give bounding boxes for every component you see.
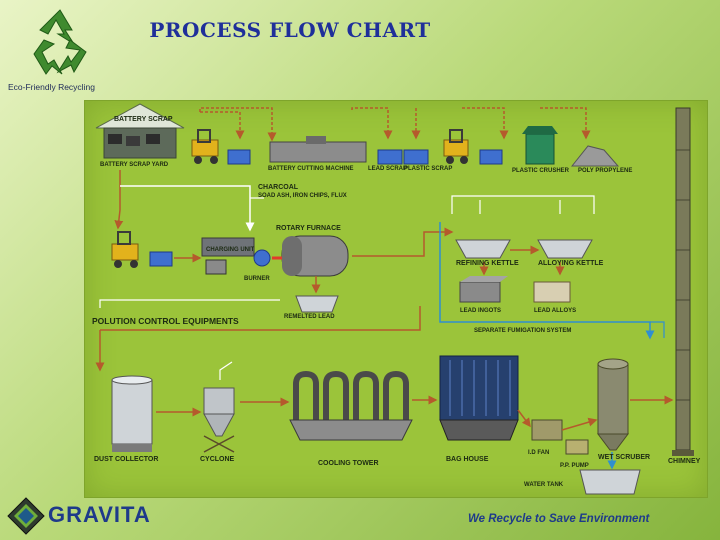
lead-alloys <box>533 281 571 303</box>
gravita-logo <box>6 496 46 536</box>
label-id-fan: I.D FAN <box>528 450 550 456</box>
label-charging-unit: CHARGING UNIT <box>206 247 255 253</box>
page-title: PROCESS FLOW CHART <box>149 18 431 42</box>
poly-propylene-pile <box>570 145 620 167</box>
slogan: We Recycle to Save Environment <box>468 513 650 525</box>
alloying-kettle <box>537 239 593 259</box>
forklift-icon <box>191 129 251 165</box>
wet-scrubber <box>597 358 629 451</box>
chimney <box>672 107 694 456</box>
battery-scrap-yard <box>95 103 185 159</box>
label-rotary-furnace: ROTARY FURNACE <box>276 225 341 232</box>
forklift-icon <box>111 231 173 268</box>
charging-unit <box>201 237 255 275</box>
remelted-lead-tray <box>295 295 339 313</box>
label-fumigation: SEPARATE FUMIGATION SYSTEM <box>474 328 572 334</box>
gravita-diamond-icon <box>7 497 45 535</box>
bag-house <box>439 355 519 441</box>
label-flux: SOAD ASH, IRON CHIPS, FLUX <box>258 193 347 199</box>
label-pollution-control: POLUTION CONTROL EQUIPMENTS <box>92 316 239 326</box>
label-lead-ingots: LEAD INGOTS <box>460 308 502 314</box>
battery-cutting-machine <box>269 136 367 163</box>
label-lead-scrap: LEAD SCRAP <box>368 166 408 172</box>
rotary-furnace <box>281 235 349 277</box>
label-battery-cutting-machine: BATTERY CUTTING MACHINE <box>268 166 354 172</box>
label-charcoal: CHARCOAL <box>258 184 299 191</box>
burner <box>253 249 282 267</box>
lead-ingots <box>459 276 508 303</box>
refining-kettle <box>455 239 511 259</box>
label-chimney: CHIMNEY <box>668 458 701 465</box>
tagline: Eco-Friendly Recycling <box>8 82 95 92</box>
label-plastic-crusher: PLASTIC CRUSHER <box>512 168 570 174</box>
id-fan <box>531 419 563 441</box>
label-bag-house: BAG HOUSE <box>446 456 489 463</box>
water-tank <box>579 469 641 495</box>
pp-pump <box>565 439 589 455</box>
label-battery-scrap: BATTERY SCRAP <box>114 116 173 123</box>
lead-scrap-bin <box>377 149 429 165</box>
forklift-icon <box>443 129 503 165</box>
cyclone <box>203 387 235 453</box>
label-lead-alloys: LEAD ALLOYS <box>534 308 577 314</box>
label-pp-pump: P.P. PUMP <box>560 463 589 469</box>
label-water-tank: WATER TANK <box>524 482 564 488</box>
label-dust-collector: DUST COLLECTOR <box>94 456 159 463</box>
label-battery-scrap-yard: BATTERY SCRAP YARD <box>100 162 169 168</box>
plastic-crusher <box>522 126 558 165</box>
label-cooling-tower: COOLING TOWER <box>318 460 379 467</box>
label-refining-kettle: REFINING KETTLE <box>456 260 519 267</box>
brand-name: GRAVITA <box>48 502 151 527</box>
dust-collector <box>111 375 153 452</box>
recycle-icon <box>33 9 87 75</box>
label-cyclone: CYCLONE <box>200 456 235 463</box>
label-alloying-kettle: ALLOYING KETTLE <box>538 260 604 267</box>
label-poly-propylene: POLY PROPYLENE <box>578 168 633 174</box>
label-burner: BURNER <box>244 276 270 282</box>
recycle-logo <box>22 4 98 80</box>
label-plastic-scrap: PLASTIC SCRAP <box>404 166 453 172</box>
label-wet-scrubber: WET SCRUBER <box>598 454 651 461</box>
cooling-tower-hoppers <box>289 419 413 441</box>
cooling-tower <box>293 370 409 420</box>
label-remelted-lead: REMELTED LEAD <box>284 314 335 320</box>
